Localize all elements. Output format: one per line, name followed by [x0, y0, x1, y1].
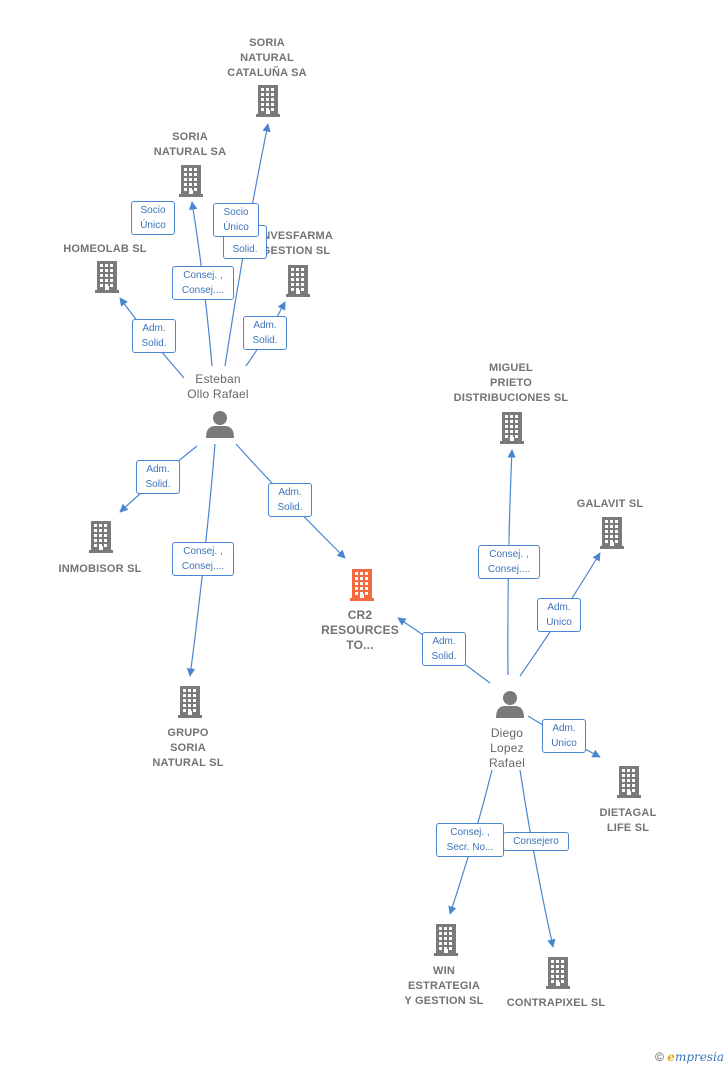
building-icon-dietagal[interactable] — [617, 766, 641, 798]
edge-label-esteban-inmobisor[interactable]: Adm. Solid. — [136, 460, 180, 494]
edge-label-extra[interactable]: Socio Único — [131, 201, 175, 235]
edge-label-esteban-homeolab[interactable]: Adm. Solid. — [132, 319, 176, 353]
edge-label-diego-win[interactable]: Consej. , Secr. No... — [436, 823, 504, 857]
edge-label-esteban-soria[interactable]: Consej. , Consej.... — [172, 266, 234, 300]
node-label-contrapixel[interactable]: CONTRAPIXEL SL — [506, 997, 606, 1009]
node-label-esteban[interactable]: Esteban Ollo Rafael — [187, 372, 249, 401]
person-icon-esteban[interactable] — [206, 411, 234, 438]
edge-label-esteban-cr2[interactable]: Adm. Solid. — [268, 483, 312, 517]
node-label-grupo[interactable]: GRUPO SORIA NATURAL SL — [152, 727, 224, 769]
building-icon-soria[interactable] — [179, 165, 203, 197]
node-label-miguel[interactable]: MIGUEL PRIETO DISTRIBUCIONES SL — [453, 362, 569, 404]
node-label-win[interactable]: WIN ESTRATEGIA Y GESTION SL — [404, 965, 484, 1007]
node-label-invesfarma[interactable]: INVESFARMA GESTION SL — [258, 230, 334, 257]
building-icon-miguel[interactable] — [500, 412, 524, 444]
building-icon-win[interactable] — [434, 924, 458, 956]
node-label-soria_cat[interactable]: SORIA NATURAL CATALUÑA SA — [227, 37, 307, 79]
node-label-homeolab[interactable]: HOMEOLAB SL — [63, 243, 147, 255]
edge-label-diego-miguel[interactable]: Consej. , Consej.... — [478, 545, 540, 579]
building-icon-invesfarma[interactable] — [286, 265, 310, 297]
edge-label-esteban-grupo[interactable]: Consej. , Consej.... — [172, 542, 234, 576]
building-icon-homeolab[interactable] — [95, 261, 119, 293]
node-label-cr2[interactable]: CR2 RESOURCES TO... — [321, 608, 399, 652]
building-icon-inmobisor[interactable] — [89, 521, 113, 553]
edge-diego-to-contrapixel — [519, 769, 556, 948]
node-label-soria[interactable]: SORIA NATURAL SA — [153, 131, 227, 158]
edge-label-esteban-invesfarma[interactable]: Adm. Solid. — [243, 316, 287, 350]
building-icon-contrapixel[interactable] — [546, 957, 570, 989]
building-icon-grupo[interactable] — [178, 686, 202, 718]
node-label-dietagal[interactable]: DIETAGAL LIFE SL — [599, 807, 657, 834]
footer-brand: © empresia — [655, 1050, 724, 1064]
node-label-diego[interactable]: Diego Lopez Rafael — [489, 726, 525, 770]
edge-label-diego-contrapixel[interactable]: Consejero — [503, 832, 569, 851]
building-icon-soria_cat[interactable] — [256, 85, 280, 117]
edge-label-diego-dietagal[interactable]: Adm. Unico — [542, 719, 586, 753]
node-label-inmobisor[interactable]: INMOBISOR SL — [58, 563, 142, 575]
edge-label-diego-cr2[interactable]: Adm. Solid. — [422, 632, 466, 666]
building-icon-galavit[interactable] — [600, 517, 624, 549]
edge-label-diego-galavit[interactable]: Adm. Unico — [537, 598, 581, 632]
empresia-logo[interactable]: empresia — [667, 1050, 724, 1064]
copyright-symbol: © — [655, 1050, 664, 1064]
node-label-galavit[interactable]: GALAVIT SL — [576, 498, 644, 510]
edge-label-esteban-soria_cat[interactable]: Socio Único — [213, 203, 259, 237]
person-icon-diego[interactable] — [496, 691, 524, 718]
building-icon-cr2[interactable] — [350, 569, 374, 601]
